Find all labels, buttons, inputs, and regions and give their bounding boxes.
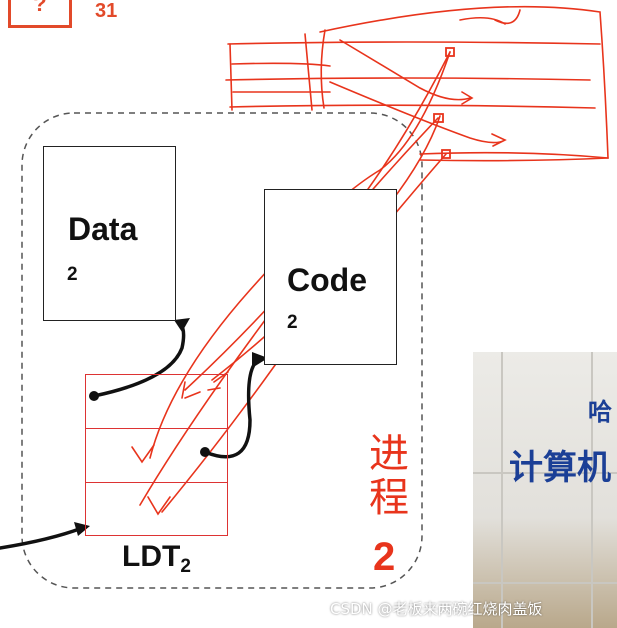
- ldt-label-text: LDT: [122, 540, 180, 573]
- background-photo: 哈 计算机: [473, 352, 617, 628]
- tile-line: [473, 582, 617, 584]
- watermark: CSDN @老板来两碗红烧肉盖饭: [330, 598, 543, 619]
- code-segment-index: 2: [287, 312, 298, 334]
- tile-line: [501, 352, 503, 628]
- code-segment-box: Code 2: [264, 189, 397, 365]
- process-label-char: 进: [367, 432, 411, 476]
- ldt-label: LDT2: [122, 540, 191, 578]
- data-segment-index: 2: [67, 264, 78, 286]
- code-segment-name: Code: [287, 262, 367, 299]
- process-number: 2: [373, 535, 395, 580]
- process-label-char: 程: [367, 476, 411, 520]
- photo-sign-big: 计算机: [509, 440, 611, 489]
- ldt-row: [86, 429, 227, 483]
- data-segment-name: Data: [68, 211, 137, 248]
- handwritten-table: [226, 7, 608, 161]
- photo-sign-small: 哈: [588, 392, 612, 427]
- data-segment-box: Data 2: [43, 146, 176, 321]
- ldt-table: [85, 374, 228, 536]
- process-label: 进程: [367, 432, 411, 520]
- ldt-label-subscript: 2: [180, 556, 191, 577]
- ldt-row: [86, 483, 227, 537]
- ldt-row: [86, 375, 227, 429]
